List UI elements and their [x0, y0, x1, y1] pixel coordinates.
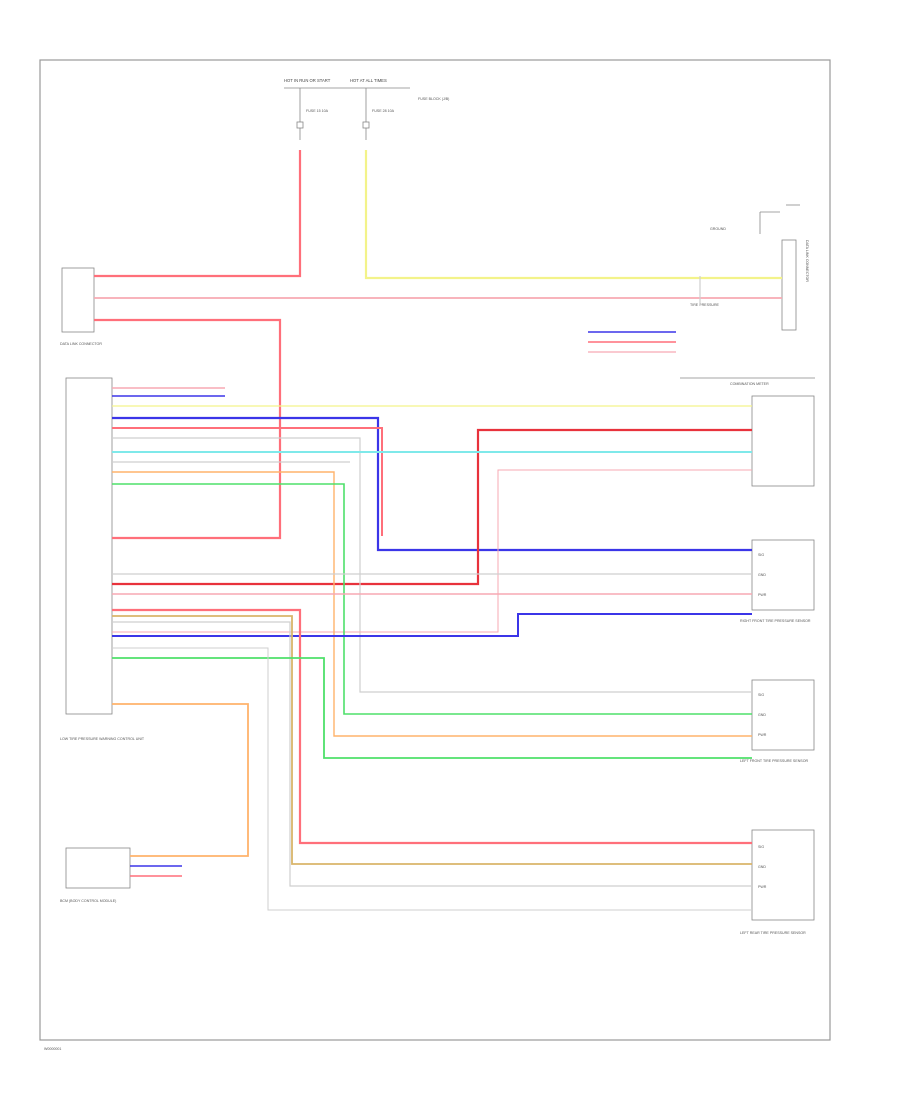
- sensor-pin-label: GND: [758, 713, 766, 717]
- sensor-pin-label: SIG: [758, 845, 764, 849]
- wire-tan: [112, 615, 752, 865]
- ground-label: GROUND: [710, 227, 726, 231]
- page-code: W0000001: [44, 1047, 61, 1051]
- sensor-lr-label: LEFT REAR TIRE PRESSURE SENSOR: [740, 931, 806, 935]
- ground-symbol: GROUND: [710, 204, 800, 234]
- wire-orange: [112, 703, 249, 857]
- sensor-pin-label: GND: [758, 865, 766, 869]
- source-label-ign: HOT IN RUN OR START: [284, 78, 331, 83]
- sensor-pin-label: PWR: [758, 885, 767, 889]
- tire-pressure-label: TIRE PRESSURE: [690, 303, 720, 307]
- sensor-lr: LEFT REAR TIRE PRESSURE SENSOR: [740, 829, 815, 935]
- wire-orange: [112, 471, 752, 737]
- fuse-label-1: FUSE 15 10A: [306, 109, 329, 113]
- bcm-module: BCM (BODY CONTROL MODULE): [60, 847, 131, 903]
- wire-gray: [112, 621, 752, 887]
- sensor-pin-label: SIG: [758, 553, 764, 557]
- wire-red: [112, 427, 383, 536]
- sensor-rf-label: RIGHT FRONT TIRE PRESSURE SENSOR: [740, 619, 811, 623]
- right-connector: DATA LINK CONNECTOR: [781, 239, 809, 331]
- fuse-box-label: FUSE BLOCK (J/B): [418, 97, 449, 101]
- sensor-pin-label: SIG: [758, 693, 764, 697]
- top-left-connector: DATA LINK CONNECTOR: [60, 267, 102, 346]
- source-label-batt: HOT AT ALL TIMES: [350, 78, 387, 83]
- fuse-label-2: FUSE 28 10A: [372, 109, 395, 113]
- wire-dark_red: [112, 428, 752, 586]
- power-sources: HOT IN RUN OR START HOT AT ALL TIMES FUS…: [284, 78, 449, 140]
- sensor-lf: LEFT FRONT TIRE PRESSURE SENSOR: [740, 679, 815, 763]
- sensor-lf-label: LEFT FRONT TIRE PRESSURE SENSOR: [740, 759, 808, 763]
- sensor-rf: RIGHT FRONT TIRE PRESSURE SENSOR: [740, 539, 815, 623]
- right-connector-label: DATA LINK CONNECTOR: [805, 240, 809, 282]
- wire-pink: [112, 469, 752, 633]
- combination-meter-label: COMBINATION METER: [730, 382, 769, 386]
- wire-blue: [112, 416, 752, 552]
- wire-blue: [112, 613, 752, 637]
- wire-green: [112, 657, 752, 759]
- bcm-label: BCM (BODY CONTROL MODULE): [60, 899, 116, 903]
- wires: [94, 150, 782, 911]
- sensor-pin-label: GND: [758, 573, 766, 577]
- pin-labels: SIG GND PWR SIG GND PWR SIG GND PWR: [758, 553, 767, 889]
- top-left-connector-label: DATA LINK CONNECTOR: [60, 342, 102, 346]
- tpms-control-unit: LOW TIRE PRESSURE WARNING CONTROL UNIT: [60, 377, 145, 741]
- tpms-module-label: LOW TIRE PRESSURE WARNING CONTROL UNIT: [60, 737, 145, 741]
- diagram-frame: [39, 59, 831, 1041]
- wire-red: [112, 608, 752, 845]
- wire-yellow: [364, 150, 782, 280]
- wire-green: [112, 483, 752, 715]
- combination-meter: COMBINATION METER: [680, 377, 815, 487]
- sensor-pin-label: PWR: [758, 733, 767, 737]
- wire-gray: [112, 437, 752, 693]
- sensor-pin-label: PWR: [758, 593, 767, 597]
- wire-gray: [112, 647, 752, 911]
- wire-red: [94, 150, 302, 278]
